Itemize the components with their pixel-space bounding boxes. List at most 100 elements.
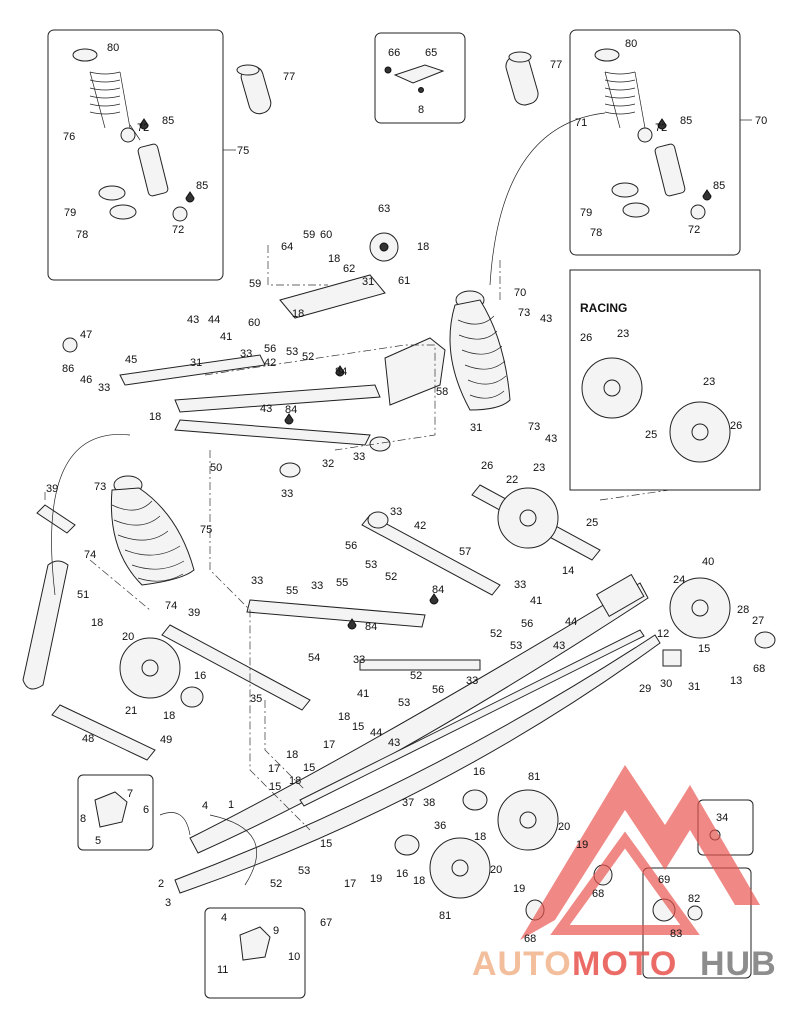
callout: 70	[755, 115, 767, 127]
shock-spring-76	[72, 48, 195, 222]
callout: 31	[190, 357, 202, 369]
callout: 42	[414, 520, 426, 532]
callout: 85	[162, 115, 174, 127]
callout: 5	[95, 835, 101, 847]
shock-spring-71	[594, 48, 712, 220]
callout: 64	[281, 241, 293, 253]
callout: 15	[269, 781, 281, 793]
callout: 72	[172, 224, 184, 236]
callout: 18	[328, 253, 340, 265]
inset-racing	[569, 269, 761, 491]
callout: 43	[388, 737, 400, 749]
callout: 53	[298, 865, 310, 877]
callout-labels: 80 77 76 72 85 75 85 79 78 72 66 65 8 80…	[46, 38, 767, 976]
callout: 33	[514, 579, 526, 591]
inset-part-69	[642, 867, 752, 979]
watermark-text-moto: MOTO	[572, 945, 677, 983]
callout: 72	[655, 122, 667, 134]
callout: 8	[80, 813, 86, 825]
callout: 47	[80, 329, 92, 341]
callout: 50	[210, 462, 222, 474]
callout: 43	[545, 433, 557, 445]
callout: 4	[221, 912, 227, 924]
callout: 66	[388, 47, 400, 59]
callout: 67	[320, 917, 332, 929]
callout: 52	[270, 878, 282, 890]
callout: 85	[196, 180, 208, 192]
callout: 44	[208, 314, 220, 326]
callout: 37	[402, 797, 414, 809]
callout: 33	[353, 451, 365, 463]
callout: 61	[398, 275, 410, 287]
wheel-40	[669, 577, 731, 639]
callout: 33	[251, 575, 263, 587]
callout: 41	[220, 331, 232, 343]
callout: 33	[98, 382, 110, 394]
callout: 49	[160, 734, 172, 746]
callout: 18	[338, 711, 350, 723]
spring-sleeve-77b	[505, 51, 539, 106]
callout: 70	[514, 287, 526, 299]
callout: 84	[432, 584, 444, 596]
callout: 18	[163, 710, 175, 722]
callout: 40	[702, 556, 714, 568]
callout: 41	[357, 688, 369, 700]
callout: 1	[228, 799, 234, 811]
callout: 43	[260, 403, 272, 415]
callout: 11	[217, 964, 228, 976]
callout: 21	[125, 705, 137, 717]
callout: 6	[143, 804, 149, 816]
callout: 68	[524, 933, 536, 945]
callout: 53	[398, 697, 410, 709]
callout: 63	[378, 203, 390, 215]
callout: 53	[510, 640, 522, 652]
callout: 56	[264, 343, 276, 355]
callout: 68	[592, 888, 604, 900]
callout: 80	[625, 38, 637, 50]
callout: 51	[77, 589, 89, 601]
inset-part-5	[77, 774, 154, 851]
callout: 15	[303, 762, 315, 774]
callout: 84	[335, 366, 347, 378]
callout: 56	[432, 684, 444, 696]
watermark-triangle	[520, 765, 760, 940]
callout: 18	[292, 308, 304, 320]
callout: 31	[470, 422, 482, 434]
callout: 48	[82, 733, 94, 745]
callout: 33	[466, 675, 478, 687]
callout: 56	[345, 540, 357, 552]
callout: 33	[281, 488, 293, 500]
callout: 52	[302, 351, 314, 363]
callout: 16	[194, 670, 206, 682]
callout: 76	[63, 131, 75, 143]
callout: 2	[158, 878, 164, 890]
callout: 14	[562, 565, 574, 577]
mid-arm-assembly	[246, 511, 501, 671]
callout: 34	[716, 812, 728, 824]
callout: 60	[320, 229, 332, 241]
callout: 86	[62, 363, 74, 375]
callout: 53	[286, 346, 298, 358]
callout: 75	[237, 145, 249, 157]
callout: 52	[385, 571, 397, 583]
callout: 33	[353, 654, 365, 666]
inset-shock-70	[569, 29, 752, 256]
callout: 62	[343, 263, 355, 275]
callout: 74	[84, 549, 96, 561]
section-title-racing: RACING	[580, 301, 627, 315]
callout: 71	[575, 117, 587, 129]
callout: 45	[125, 354, 137, 366]
callout: 84	[285, 404, 297, 416]
connector-lines	[44, 112, 671, 886]
callout: 8	[418, 104, 424, 116]
wheel-21	[119, 637, 181, 699]
callout: 52	[410, 670, 422, 682]
callout: 73	[94, 481, 106, 493]
callout: 18	[413, 875, 425, 887]
callout: 17	[323, 739, 335, 751]
callout: 3	[165, 897, 171, 909]
callout: 16	[473, 766, 485, 778]
callout: 18	[91, 617, 103, 629]
callout: 65	[425, 47, 437, 59]
callout: 22	[506, 474, 518, 486]
